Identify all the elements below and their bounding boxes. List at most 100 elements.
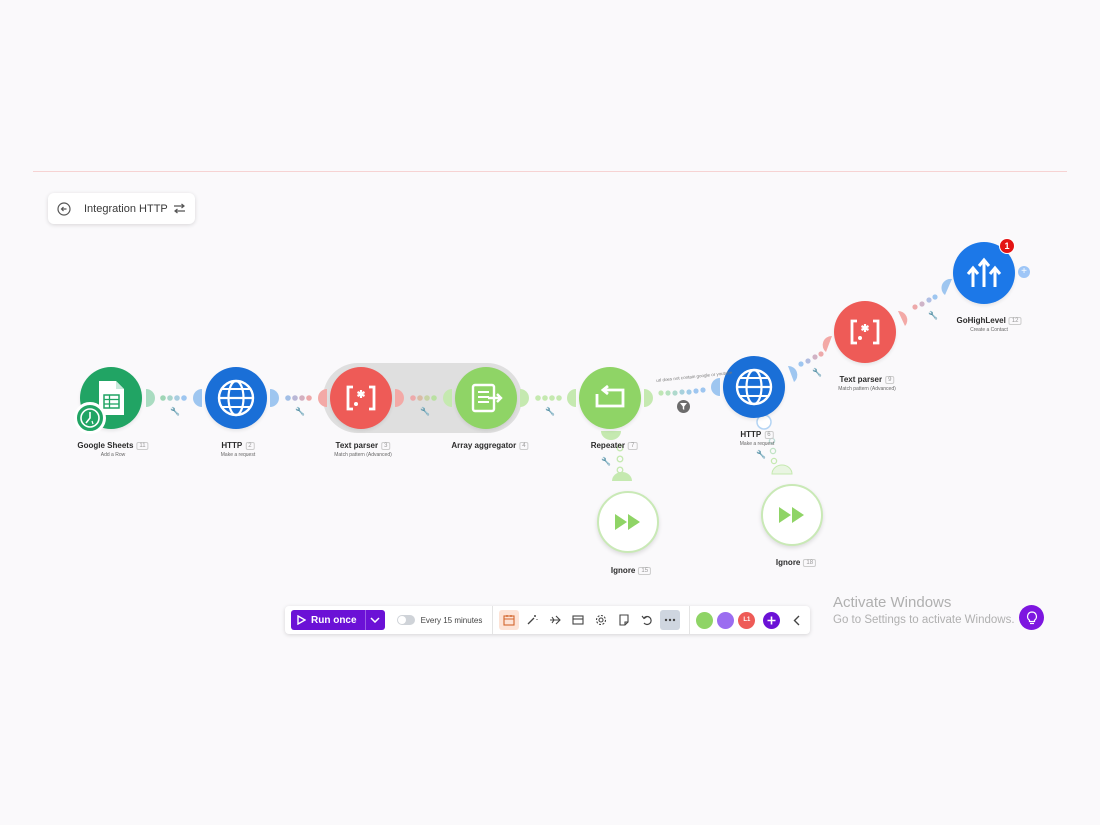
- text-parser-app-icon[interactable]: L1: [738, 611, 756, 629]
- wrench-icon[interactable]: 🔧: [420, 407, 430, 416]
- back-arrow-icon[interactable]: [56, 201, 72, 217]
- wrench-icon[interactable]: 🔧: [601, 457, 611, 466]
- wrench-icon[interactable]: 🔧: [545, 407, 555, 416]
- module-subtitle: Match pattern (Advanced): [334, 452, 392, 458]
- text-parser-module[interactable]: [330, 367, 392, 429]
- globe-icon: [735, 368, 773, 406]
- module-number: 9: [885, 376, 895, 384]
- schedule-label: Every 15 minutes: [420, 615, 483, 625]
- connector-parser2-ghl: [912, 294, 938, 310]
- module-title: Ignore: [610, 566, 636, 575]
- repeater-module[interactable]: [579, 367, 641, 429]
- wrench-icon[interactable]: 🔧: [756, 450, 766, 459]
- array-aggregator-module[interactable]: [455, 367, 517, 429]
- undo-icon[interactable]: [637, 610, 657, 630]
- scenario-header: Integration HTTP: [48, 193, 195, 224]
- fast-forward-icon: [779, 507, 804, 523]
- magic-wand-icon[interactable]: [522, 610, 542, 630]
- swap-icon[interactable]: [171, 201, 187, 217]
- more-options-icon[interactable]: [660, 610, 681, 630]
- schedule-clock-icon[interactable]: [74, 402, 106, 434]
- flow-control-app-icon[interactable]: [696, 611, 714, 629]
- notes-icon[interactable]: [614, 610, 634, 630]
- filter-icon[interactable]: [677, 400, 690, 413]
- module-subtitle: Make a request: [739, 441, 775, 447]
- top-divider: [33, 171, 1067, 172]
- module-subtitle: Create a Contact: [970, 327, 1008, 333]
- wrench-icon[interactable]: 🔧: [295, 407, 305, 416]
- http-module-2[interactable]: [723, 356, 785, 418]
- run-options-dropdown[interactable]: [364, 610, 385, 630]
- connector-parser-aggregator: [410, 395, 437, 401]
- ignore-module[interactable]: [597, 491, 659, 553]
- module-title: Array aggregator: [451, 441, 517, 450]
- connector-http-parser2: [798, 351, 824, 367]
- wrench-icon[interactable]: 🔧: [170, 407, 180, 416]
- play-icon: [297, 615, 306, 625]
- ignore-module-2[interactable]: [761, 484, 823, 546]
- module-number: 6: [764, 431, 774, 439]
- module-number: 15: [638, 567, 652, 575]
- module-title: GoHighLevel: [956, 316, 1006, 325]
- connector-http-parser: [285, 395, 312, 401]
- toolbar-separator: [492, 606, 494, 634]
- module-title: Repeater: [590, 441, 625, 450]
- watermark-line-1: Activate Windows: [833, 594, 952, 611]
- module-subtitle: Add a Row: [100, 452, 126, 458]
- wrench-icon[interactable]: 🔧: [812, 368, 822, 377]
- module-title: Text parser: [839, 375, 883, 384]
- module-title: HTTP: [740, 430, 762, 439]
- module-number: 18: [803, 559, 817, 567]
- error-count-badge[interactable]: 1: [999, 238, 1015, 254]
- schedule-toggle[interactable]: Every 15 minutes: [396, 615, 483, 625]
- toolbar-separator: [689, 606, 691, 634]
- fast-forward-icon: [615, 514, 640, 530]
- plus-icon: [767, 616, 776, 624]
- add-module-button[interactable]: [763, 611, 781, 629]
- text-parser-module-2[interactable]: [834, 301, 896, 363]
- module-subtitle: Make a request: [220, 452, 256, 458]
- lightbulb-icon: [1026, 610, 1037, 624]
- aggregator-icon: [471, 383, 503, 413]
- connector-repeater-ignore: [616, 444, 624, 474]
- http-module[interactable]: [205, 367, 267, 429]
- chevron-down-icon: [370, 617, 380, 623]
- scenario-name[interactable]: Integration HTTP: [84, 202, 168, 215]
- watermark-line-2: Go to Settings to activate Windows.: [833, 614, 1015, 626]
- module-ports: [146, 278, 952, 481]
- windows-activation-watermark: Activate Windows Go to Settings to activ…: [833, 594, 1015, 626]
- tools-app-icon[interactable]: [717, 611, 735, 629]
- collapse-toolbar-chevron-icon[interactable]: [789, 613, 803, 627]
- settings-gear-icon[interactable]: [591, 610, 611, 630]
- connector-aggregator-repeater: [535, 395, 562, 401]
- auto-align-plane-icon[interactable]: [545, 610, 565, 630]
- module-subtitle: Match pattern (Advanced): [838, 386, 896, 392]
- wrench-icon[interactable]: 🔧: [928, 311, 938, 320]
- scenario-toolbar: Run once Every 15 minutes L1: [285, 606, 810, 634]
- schedule-switch[interactable]: [396, 615, 415, 625]
- module-number: 12: [1008, 317, 1022, 325]
- globe-icon: [217, 379, 255, 417]
- module-title: HTTP: [221, 441, 243, 450]
- regex-brackets-icon: [850, 319, 880, 345]
- connector-sheets-http: [160, 395, 187, 401]
- run-once-button-group: Run once: [291, 610, 385, 630]
- module-number: 2: [245, 442, 255, 450]
- repeat-icon: [595, 384, 625, 408]
- module-title: Google Sheets: [77, 441, 134, 450]
- run-once-button[interactable]: Run once: [291, 610, 365, 630]
- scheduling-calendar-icon[interactable]: [499, 610, 520, 630]
- module-number: 7: [627, 442, 638, 450]
- help-lightbulb-button[interactable]: [1019, 605, 1044, 630]
- module-number: 11: [136, 442, 149, 450]
- add-module-plus-icon[interactable]: +: [1018, 266, 1030, 278]
- controls-icon[interactable]: [568, 610, 588, 630]
